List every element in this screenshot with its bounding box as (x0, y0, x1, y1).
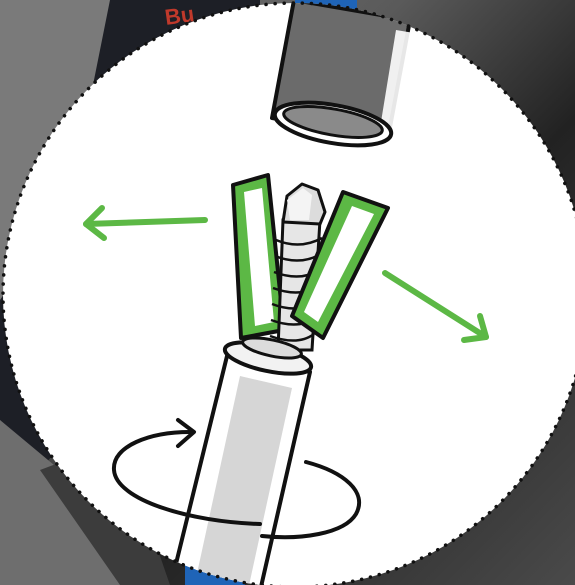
cap (272, 0, 414, 153)
